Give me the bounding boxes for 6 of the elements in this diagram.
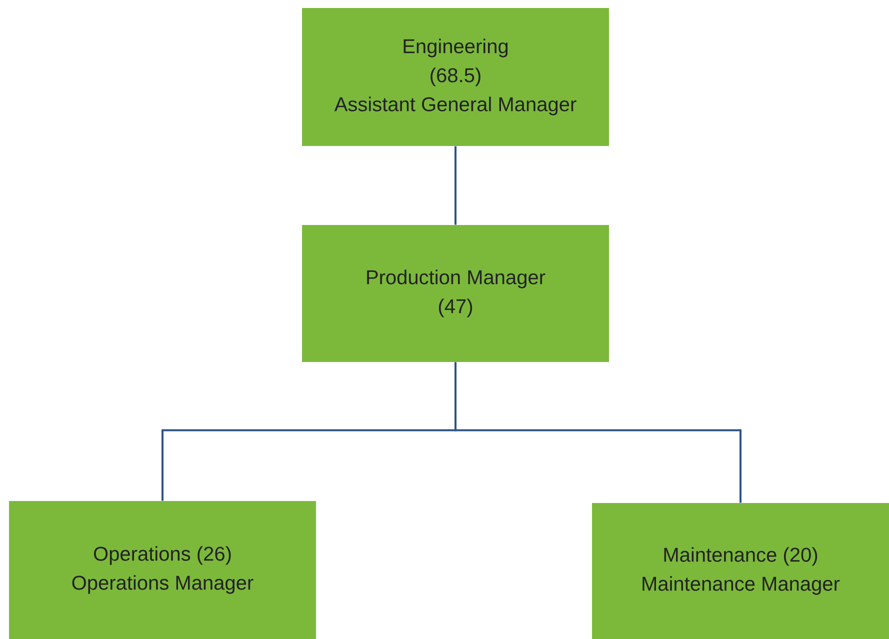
connector-line	[454, 362, 742, 503]
org-box: Production Manager (47)	[302, 225, 609, 362]
org-box: Maintenance (20) Maintenance Manager	[592, 503, 889, 639]
connector-line	[454, 146, 456, 225]
org-box: Engineering (68.5) Assistant General Manager	[302, 8, 609, 146]
org-box: Operations (26) Operations Manager	[9, 501, 316, 639]
